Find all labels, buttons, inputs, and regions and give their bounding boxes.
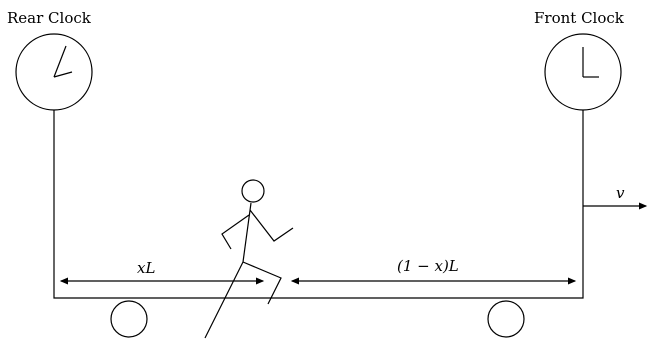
train-car-body (53, 110, 584, 299)
rear-segment-label: xL (137, 259, 156, 277)
front-clock (544, 33, 622, 111)
rear-wheel (110, 300, 148, 338)
runner-front-leg (242, 261, 282, 305)
front-clock-face (544, 33, 622, 111)
runner-front-arm (249, 209, 294, 242)
runner-head (241, 179, 265, 203)
front-wheel (487, 300, 525, 338)
runner-rear-arm (221, 214, 250, 250)
runner-torso (242, 202, 252, 263)
rear-clock-face (15, 33, 93, 111)
velocity-label: v (616, 184, 625, 202)
rear-clock-minute-hand (53, 71, 73, 78)
rear-clock-hour-hand (53, 45, 67, 78)
front-clock-label: Front Clock (534, 9, 624, 27)
rear-clock (15, 33, 93, 111)
runner-figure (204, 179, 294, 339)
rear-clock-label: Rear Clock (7, 9, 91, 27)
runner-rear-leg (204, 261, 244, 339)
front-segment-label: (1 − x)L (397, 257, 459, 275)
